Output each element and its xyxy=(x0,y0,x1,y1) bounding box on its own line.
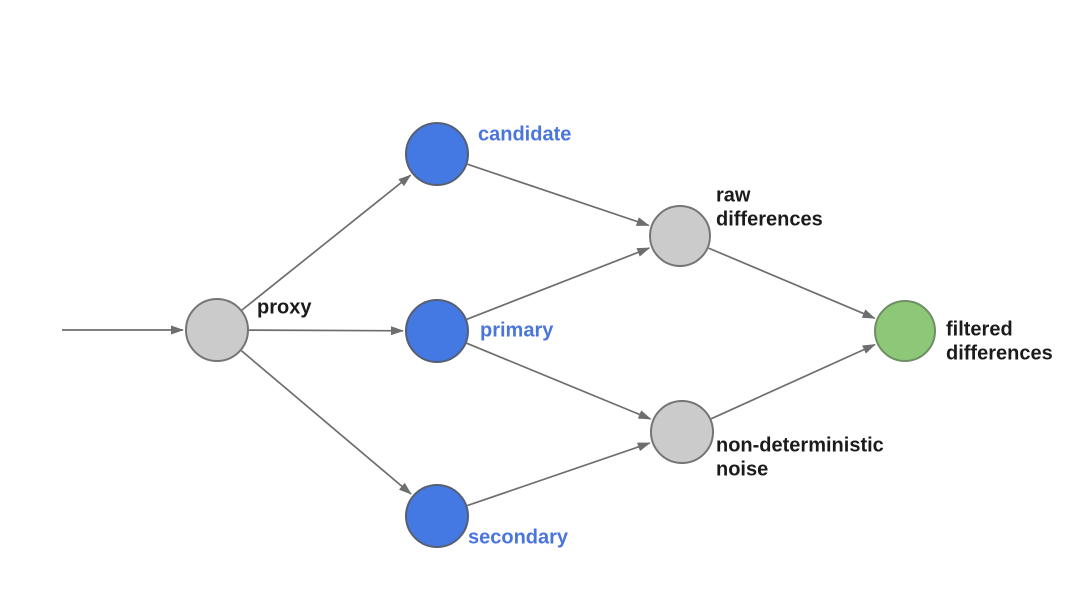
edge-proxy-to-secondary xyxy=(240,350,412,495)
edge-proxy-to-primary xyxy=(248,326,404,336)
node-label-candidate: candidate xyxy=(478,123,571,145)
node-raw-differences xyxy=(649,205,711,267)
edge-secondary-to-noise xyxy=(467,442,651,507)
edge-noise-to-filtered xyxy=(710,343,876,420)
node-candidate xyxy=(405,122,469,186)
node-secondary xyxy=(405,484,469,548)
node-layer xyxy=(185,122,936,548)
node-label-primary: primary xyxy=(480,319,554,341)
edge-raw-differences-to-filtered xyxy=(708,247,876,319)
node-label-proxy: proxy xyxy=(257,296,312,318)
edge-proxy-to-candidate xyxy=(241,174,412,311)
node-non-deterministic-noise xyxy=(650,400,714,464)
node-label-secondary: secondary xyxy=(468,526,569,548)
node-filtered-differences xyxy=(874,300,936,362)
edge-candidate-to-raw-differences xyxy=(467,163,650,227)
edge-primary-to-raw-differences xyxy=(466,247,651,321)
node-primary xyxy=(405,299,469,363)
edge-layer xyxy=(62,163,876,507)
node-proxy xyxy=(185,298,249,362)
edge-primary-to-noise xyxy=(466,342,652,420)
